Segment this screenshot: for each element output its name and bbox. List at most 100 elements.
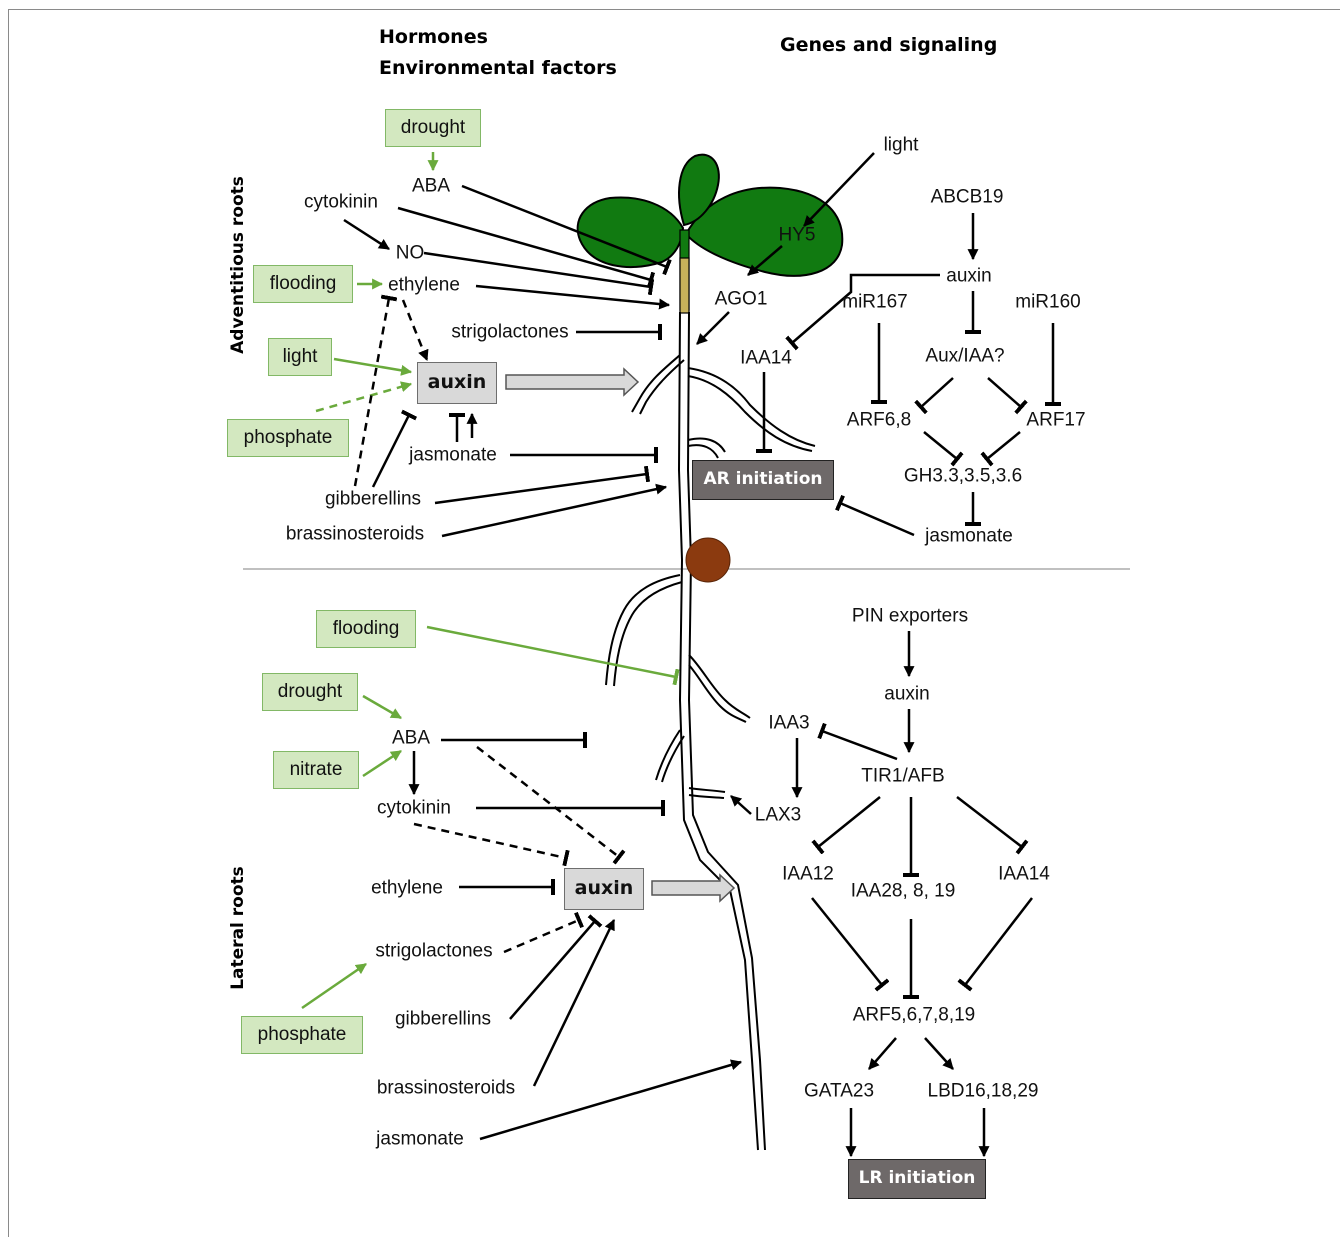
- auxin-flow-arrow-ar: [505, 367, 640, 397]
- ar-abcb19-label: ABCB19: [930, 186, 1004, 208]
- lateral-root-2b: [688, 664, 747, 723]
- lr-tir1-label: TIR1/AFB: [861, 765, 945, 787]
- lr-initiation-box: LR initiation: [848, 1159, 986, 1199]
- lr-gene-auxin-label: auxin: [884, 683, 930, 705]
- ar-auxin-box: auxin: [417, 362, 497, 404]
- lr-iaa3-label: IAA3: [768, 712, 810, 734]
- edge-gibberellins-ethylene: [353, 294, 398, 487]
- lateral-root-2: [688, 654, 751, 719]
- edge-auxin-iaa14: [785, 273, 940, 351]
- lateral-root-1: [605, 574, 681, 686]
- edge-brassinosteroids-root: [441, 483, 668, 538]
- lateral-root-3: [655, 729, 681, 781]
- edge-cytokinin-no: [343, 218, 390, 251]
- ar-initiation-box: AR initiation: [692, 460, 834, 500]
- lr-drought-box: drought: [262, 673, 358, 711]
- edge-iaa12-arf: [811, 897, 890, 992]
- edge-iaa14-arf: [957, 897, 1033, 992]
- lateral-root-4: [688, 787, 726, 793]
- ar-gibberellins-label: gibberellins: [324, 488, 422, 510]
- edge-nitrate-aba: [362, 749, 402, 778]
- edge-ethylene-auxin: [401, 299, 429, 362]
- lr-iaa12-label: IAA12: [782, 863, 834, 885]
- ar-auxiaa-label: Aux/IAA?: [925, 345, 1005, 367]
- lr-arf-label: ARF5,6,7,8,19: [852, 1004, 976, 1026]
- lr-pin-label: PIN exporters: [851, 605, 969, 627]
- edge-strigolactones-auxin: [503, 911, 584, 954]
- edge-lax3-root: [730, 795, 752, 815]
- lateral-root-4b: [688, 794, 725, 799]
- lr-hormone-edges: [301, 625, 743, 1141]
- seedling-illustration: [576, 153, 844, 1151]
- ar-light-box: light: [268, 338, 332, 376]
- edge-phosphate-strigolactones: [301, 962, 367, 1010]
- ar-ethylene-label: ethylene: [388, 274, 460, 296]
- edge-light-auxin: [333, 357, 413, 376]
- lr-brassinosteroids-label: brassinosteroids: [376, 1077, 516, 1099]
- adventitious-root-2: [687, 367, 816, 447]
- ar-arf17-label: ARF17: [1026, 409, 1086, 431]
- primary-root-right-edge: [686, 311, 766, 1151]
- lr-lbd-label: LBD16,18,29: [927, 1080, 1039, 1102]
- ar-drought-box: drought: [385, 109, 481, 147]
- edge-cytokinin-auxin: [413, 822, 570, 867]
- adventitious-root-2b: [687, 375, 813, 452]
- edge-tir1-iaa12: [811, 796, 881, 855]
- lr-phosphate-box: phosphate: [241, 1016, 363, 1054]
- header-hormones: Hormones: [379, 26, 488, 48]
- ar-brassinosteroids-label: brassinosteroids: [285, 523, 425, 545]
- edge-cytokinin-root: [397, 206, 656, 289]
- header-genes-signaling: Genes and signaling: [780, 34, 998, 56]
- edge-brassinosteroids-auxin: [532, 919, 616, 1087]
- edge-gibberellins-auxin: [371, 409, 418, 488]
- ar-flooding-box: flooding: [253, 265, 353, 303]
- ar-mir160-label: miR160: [1015, 291, 1081, 313]
- lr-aba-label: ABA: [391, 727, 431, 749]
- true-leaf: [678, 153, 720, 227]
- adventitious-root-3b: [687, 444, 719, 459]
- lr-cytokinin-label: cytokinin: [377, 797, 451, 819]
- edge-jasmonate-ar: [834, 494, 915, 537]
- ar-gene-auxin-label: auxin: [946, 265, 992, 287]
- adventitious-root-1: [631, 354, 681, 413]
- ar-mir167-label: miR167: [842, 291, 908, 313]
- adventitious-root-1b: [639, 359, 685, 415]
- lateral-root-3b: [661, 735, 685, 783]
- lr-nitrate-box: nitrate: [273, 751, 359, 789]
- ar-hy5-label: HY5: [778, 224, 816, 246]
- edge-tir1-iaa3: [817, 722, 898, 761]
- right-cotyledon: [684, 186, 844, 277]
- ar-jasmonate-label: jasmonate: [409, 444, 497, 466]
- ar-cytokinin-label: cytokinin: [304, 191, 378, 213]
- edge-flooding-root: [426, 625, 680, 686]
- lr-gene-edges: [730, 631, 1033, 1158]
- edge-jasmonate-root: [479, 1059, 743, 1141]
- ar-phosphate-box: phosphate: [227, 419, 349, 457]
- edge-gibberellins-root: [434, 465, 651, 505]
- seed: [685, 537, 731, 583]
- lr-iaa14-label: IAA14: [998, 863, 1050, 885]
- ar-ago1-label: AGO1: [714, 288, 768, 310]
- edge-auxiaa-arf68: [914, 377, 954, 415]
- lr-gata23-label: GATA23: [803, 1080, 875, 1102]
- figure-frame: [8, 9, 1340, 1237]
- lr-ethylene-label: ethylene: [371, 877, 443, 899]
- left-cotyledon: [576, 196, 685, 268]
- edge-arf-lbd: [924, 1037, 954, 1070]
- edge-ethylene-root: [475, 284, 671, 310]
- section-label-lateral: Lateral roots: [228, 866, 248, 990]
- edge-arf-gata23: [868, 1037, 897, 1070]
- ar-gene-edges: [696, 152, 1061, 537]
- edge-gibberellins-auxin: [509, 914, 603, 1020]
- ar-gh3-label: GH3.3,3.5,3.6: [903, 465, 1023, 487]
- edge-hy5-ago1: [747, 245, 783, 276]
- header-environmental-factors: Environmental factors: [379, 57, 617, 79]
- section-label-adventitious: Adventitious roots: [228, 176, 248, 354]
- lr-auxin-box: auxin: [564, 868, 644, 910]
- ar-arf68-label: ARF6,8: [846, 409, 912, 431]
- edge-light-hy5: [803, 152, 875, 227]
- primary-root-left-edge: [677, 311, 759, 1151]
- ar-iaa14-label: IAA14: [740, 347, 792, 369]
- ar-gene-jasmonate-label: jasmonate: [925, 525, 1013, 547]
